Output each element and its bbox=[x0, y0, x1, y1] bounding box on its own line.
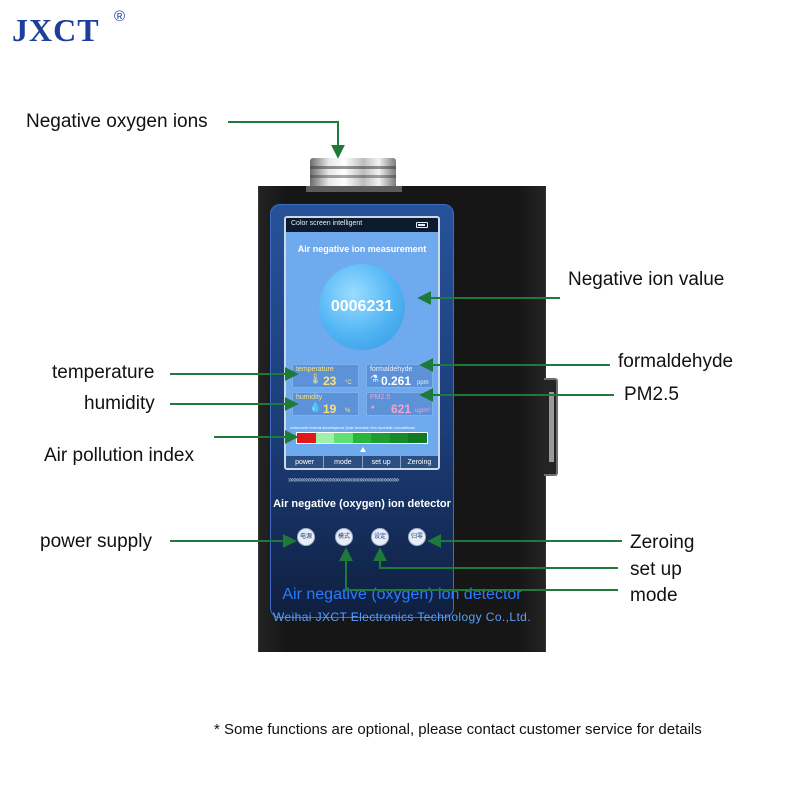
nozzle-ring bbox=[310, 166, 396, 169]
pollution-index-bar bbox=[296, 432, 428, 444]
nozzle-ring bbox=[310, 175, 396, 178]
label-air-pollution-index: Air pollution index bbox=[44, 445, 194, 466]
humidity-unit: % bbox=[345, 408, 351, 414]
droplet-icon: 💧 bbox=[309, 402, 322, 413]
panel-chevrons: »»»»»»»»»»»»»»»»»»»»»»»»»»»»»»»» bbox=[288, 476, 399, 484]
nozzle-base bbox=[306, 186, 402, 192]
registered-mark: ® bbox=[114, 8, 126, 25]
label-formaldehyde: formaldehyde bbox=[618, 351, 734, 372]
pm25-label: PM2.5 bbox=[370, 394, 391, 401]
battery-icon bbox=[416, 222, 428, 228]
pm25-value: 621 bbox=[391, 402, 412, 416]
humidity-tile: humidity 💧 19 % bbox=[292, 392, 359, 416]
label-negative-ion-value: Negative ion value bbox=[568, 269, 725, 290]
temperature-tile: temperature 🌡 23 °C bbox=[292, 364, 359, 388]
panel-title: Air negative (oxygen) ion detector bbox=[273, 498, 451, 510]
softkey-set-up[interactable]: set up bbox=[363, 456, 401, 468]
thermometer-icon: 🌡 bbox=[309, 374, 322, 385]
pollution-pointer-icon bbox=[360, 447, 366, 452]
temperature-label: temperature bbox=[296, 366, 334, 373]
arrow-mode bbox=[339, 547, 618, 591]
footnote: * Some functions are optional, please co… bbox=[214, 721, 702, 738]
label-power-supply: power supply bbox=[40, 531, 152, 552]
softkey-mode[interactable]: mode bbox=[324, 456, 363, 468]
power-button[interactable]: 电源 bbox=[297, 528, 315, 546]
device-company: Weihai JXCT Electronics Technology Co.,L… bbox=[273, 610, 531, 624]
humidity-label: humidity bbox=[296, 394, 323, 401]
label-humidity: humidity bbox=[84, 393, 155, 414]
formaldehyde-value: 0.261 bbox=[381, 374, 412, 388]
sensor-nozzle bbox=[310, 158, 396, 188]
temperature-value: 23 bbox=[323, 374, 337, 388]
status-bar: Color screen intelligent bbox=[286, 218, 438, 232]
pollution-segment bbox=[352, 433, 372, 443]
bracket-bar bbox=[549, 392, 554, 462]
label-negative-oxygen-ions: Negative oxygen ions bbox=[26, 111, 208, 132]
label-mode: mode bbox=[630, 585, 678, 606]
label-set-up: set up bbox=[630, 559, 682, 580]
formaldehyde-label: formaldehyde bbox=[370, 366, 413, 373]
zeroing-button[interactable]: 归零 bbox=[408, 528, 426, 546]
humidity-value: 19 bbox=[323, 402, 337, 416]
pollution-caption: unfavorable minimal advantageous Quite f… bbox=[290, 426, 415, 430]
arrow-set-up bbox=[373, 547, 618, 569]
arrow-negative-oxygen-ions bbox=[228, 121, 345, 159]
softkey-power-supply[interactable]: power supply bbox=[286, 456, 325, 468]
pollution-segment bbox=[408, 433, 428, 443]
brand-logo: JXCT bbox=[12, 12, 100, 48]
pollution-segment bbox=[297, 433, 316, 443]
molecule-icon: ⚗ bbox=[370, 374, 379, 385]
label-zeroing: Zeroing bbox=[630, 532, 695, 553]
ion-value-circle bbox=[319, 264, 405, 350]
pollution-segment bbox=[389, 433, 409, 443]
screen-title: Air negative ion measurement bbox=[297, 244, 427, 254]
temperature-unit: °C bbox=[345, 380, 352, 386]
display-screen: Color screen intelligent Air negative io… bbox=[284, 216, 440, 470]
mode-button[interactable]: 模式 bbox=[335, 528, 353, 546]
pollution-segment bbox=[315, 433, 335, 443]
formaldehyde-unit: ppm bbox=[417, 380, 429, 386]
label-temperature: temperature bbox=[52, 362, 155, 383]
status-text: Color screen intelligent bbox=[291, 220, 363, 227]
softkey-zeroing[interactable]: Zeroing bbox=[407, 459, 432, 466]
pm25-unit: ug/m³ bbox=[415, 408, 431, 414]
particle-icon: ⬩ bbox=[371, 402, 375, 413]
ion-value-readout: 0006231 bbox=[330, 298, 394, 315]
pollution-segment bbox=[371, 433, 390, 443]
setup-button[interactable]: 设定 bbox=[371, 528, 389, 546]
softkey-bar: power supply mode set up Zeroing bbox=[286, 456, 438, 468]
label-pm25: PM2.5 bbox=[624, 384, 679, 405]
pollution-segment bbox=[334, 433, 353, 443]
